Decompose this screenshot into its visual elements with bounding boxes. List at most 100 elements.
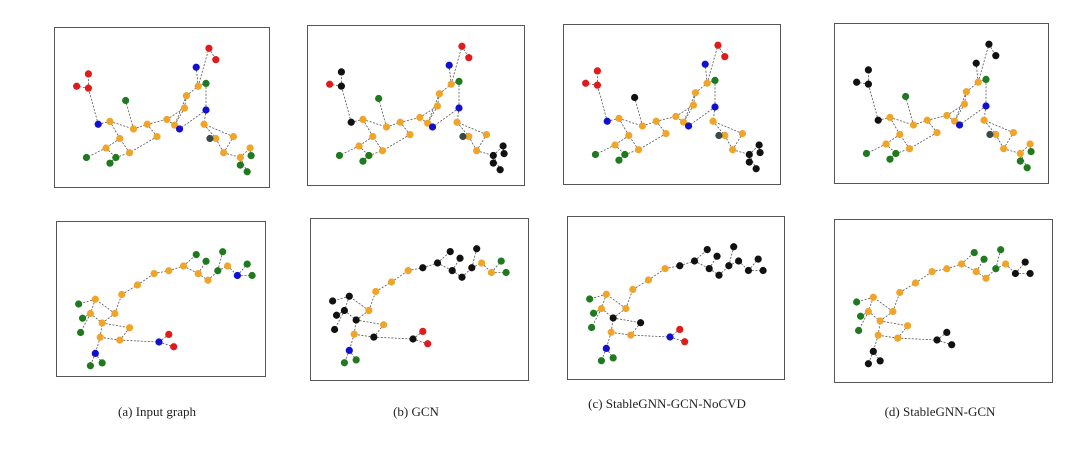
panel-a-bottom xyxy=(56,221,266,377)
graph-node xyxy=(165,267,173,275)
graph-node xyxy=(615,156,623,164)
graph-node xyxy=(224,262,232,270)
graph-node xyxy=(759,266,767,275)
graph-node xyxy=(715,271,723,279)
graph-node xyxy=(876,357,884,365)
graph-node xyxy=(192,63,200,71)
graph-node xyxy=(992,130,1000,139)
graph-node xyxy=(607,328,615,336)
graph-node xyxy=(974,78,982,86)
graph-node xyxy=(91,295,99,303)
graph-node xyxy=(182,92,190,100)
graph-node xyxy=(382,123,391,131)
graph-node xyxy=(435,90,443,98)
graph-node xyxy=(335,151,344,160)
graph-node xyxy=(73,82,81,90)
graph-node xyxy=(380,321,388,329)
graph-edge xyxy=(146,124,158,137)
graph-node xyxy=(725,262,733,270)
graph-node xyxy=(933,129,941,137)
graph-node xyxy=(597,357,605,365)
graph-node xyxy=(102,144,110,152)
caption-b: (b) GCN xyxy=(393,404,439,419)
graph-d-bottom xyxy=(853,246,1034,368)
graph-node xyxy=(960,100,969,108)
graph-node xyxy=(387,278,396,286)
graph-node xyxy=(755,141,763,149)
panel-c-top xyxy=(563,24,781,185)
graph-edge xyxy=(706,45,719,84)
graph-node xyxy=(869,347,877,355)
graph-node xyxy=(943,111,951,120)
graph-node xyxy=(243,260,251,268)
graph-node xyxy=(992,52,1000,60)
caption-c: (c) StableGNN-GCN-NoCVD xyxy=(588,396,746,411)
graph-edge xyxy=(105,138,120,149)
graph-node xyxy=(236,161,244,169)
graph-node xyxy=(1016,149,1024,158)
graph-node xyxy=(982,274,990,282)
graph-edge xyxy=(344,310,357,321)
graph-node xyxy=(428,123,437,131)
graph-edge xyxy=(412,338,428,345)
graph-node xyxy=(448,267,456,275)
graph-node xyxy=(948,341,956,349)
graph-b-top xyxy=(326,42,508,174)
graph-node xyxy=(730,243,738,251)
graph-edge xyxy=(926,120,938,133)
graph-node xyxy=(419,327,427,335)
graph-edge xyxy=(879,311,894,322)
graph-node xyxy=(340,306,348,315)
graph-node xyxy=(75,300,83,308)
graph-edge xyxy=(432,107,460,128)
graph-node xyxy=(1002,260,1010,268)
graph-edge xyxy=(868,297,874,312)
graph-node xyxy=(359,157,367,165)
graph-node xyxy=(980,255,988,263)
graph-edge xyxy=(88,88,99,125)
graph-node xyxy=(962,88,970,96)
graph-edge xyxy=(197,48,210,87)
graph-edge xyxy=(634,97,643,127)
graph-node xyxy=(638,122,647,130)
graph-edge xyxy=(158,341,174,348)
graph-node xyxy=(709,117,717,125)
graph-node xyxy=(170,343,178,351)
graph-node xyxy=(754,255,762,263)
graph-edge xyxy=(905,96,914,126)
graph-node xyxy=(703,79,711,87)
graph-node xyxy=(894,334,902,342)
graph-node xyxy=(721,131,729,140)
graph-node xyxy=(869,293,877,301)
graph-node xyxy=(609,314,617,322)
graph-edge xyxy=(630,334,671,338)
graph-edge xyxy=(983,119,1014,133)
graph-node xyxy=(634,146,643,154)
graph-node xyxy=(1011,269,1019,278)
graph-node xyxy=(473,245,481,253)
graph-node xyxy=(175,125,184,133)
graph-edge xyxy=(638,133,667,151)
graph-node xyxy=(892,149,900,158)
graph-edge xyxy=(868,84,879,121)
graph-edge xyxy=(90,299,96,314)
graph-node xyxy=(853,298,861,306)
graph-node xyxy=(396,118,404,126)
graph-node xyxy=(202,79,210,87)
graph-node xyxy=(666,333,674,341)
graph-edge xyxy=(358,136,373,147)
graph-node xyxy=(985,40,993,48)
graph-node xyxy=(78,314,87,322)
graph-node xyxy=(86,362,94,370)
graph-edge xyxy=(186,85,199,97)
graph-node xyxy=(84,84,92,92)
graph-edge xyxy=(427,93,440,124)
graph-node xyxy=(497,257,505,265)
graph-node xyxy=(735,257,743,265)
graph-node xyxy=(214,267,222,275)
graph-node xyxy=(337,68,345,76)
graph-node xyxy=(345,292,353,300)
graph-node xyxy=(419,264,427,272)
graph-node xyxy=(500,150,508,158)
graph-node xyxy=(372,287,380,296)
